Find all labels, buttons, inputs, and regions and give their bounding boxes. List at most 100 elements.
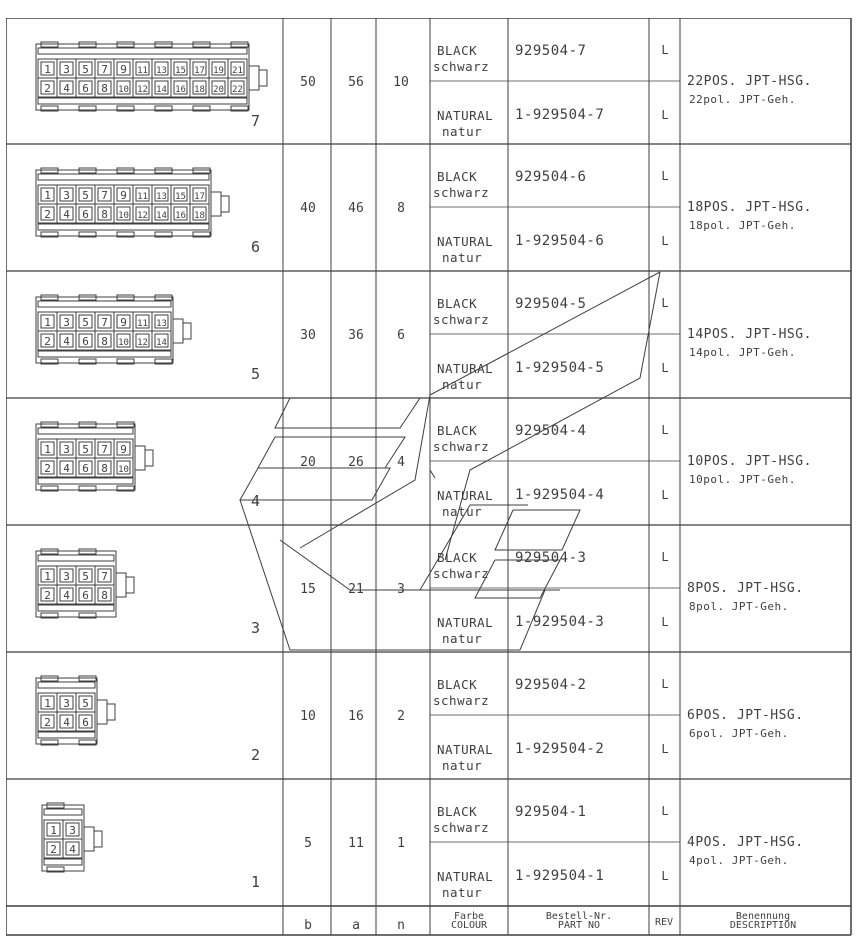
row-number: 3 [251,619,261,637]
part-no-black: 929504-1 [515,804,587,820]
pin-number: 16 [175,85,186,95]
rev-natural: L [661,234,669,248]
pin-number: 2 [44,462,51,475]
colour-natural-de: natur [442,250,483,265]
pin-number: 6 [82,462,89,475]
pin-number: 1 [44,570,51,583]
colour-natural-de: natur [442,885,483,900]
rev-natural: L [661,361,669,375]
part-no-natural: 1-929504-6 [515,233,605,249]
pin-number: 8 [101,589,108,602]
pin-number: 8 [101,208,108,221]
pin-number: 12 [137,211,148,221]
footer-rev: REV [654,917,674,928]
pin-number: 2 [44,82,51,95]
pin-number: 9 [120,316,127,329]
description-en: 10POS. JPT-HSG. [687,454,812,469]
pin-number: 10 [118,85,129,95]
cell-n: 6 [397,328,405,343]
pin-number: 4 [63,208,70,221]
pin-number: 6 [82,335,89,348]
pin-number: 4 [63,716,70,729]
pin-number: 4 [63,462,70,475]
pin-number: 1 [44,63,51,76]
cell-n: 4 [397,455,405,470]
description-en: 14POS. JPT-HSG. [687,327,812,342]
pin-number: 9 [120,443,127,456]
pin-number: 22 [232,85,243,95]
cell-b: 30 [300,328,316,343]
description-de: 6pol. JPT-Geh. [689,727,789,740]
colour-natural-de: natur [442,758,483,773]
pin-number: 1 [44,316,51,329]
footer-colour-de: Farbe [453,911,485,922]
colour-black-en: BLACK [437,296,478,311]
cell-a: 16 [348,709,364,724]
cell-b: 15 [300,582,316,597]
pin-number: 2 [44,589,51,602]
part-no-natural: 1-929504-1 [515,868,605,884]
cell-b: 20 [300,455,316,470]
pin-number: 3 [63,63,70,76]
part-no-natural: 1-929504-7 [515,107,605,123]
part-no-black: 929504-7 [515,43,587,59]
colour-black-de: schwarz [433,185,490,200]
rev-black: L [661,804,669,818]
pin-number: 5 [82,443,89,456]
pin-number: 3 [63,570,70,583]
part-no-natural: 1-929504-4 [515,487,605,503]
rev-natural: L [661,488,669,502]
pin-number: 7 [101,63,108,76]
cell-n: 2 [397,709,405,724]
cell-b: 40 [300,201,316,216]
colour-natural-en: NATURAL [437,361,494,376]
colour-black-en: BLACK [437,169,478,184]
pin-number: 18 [194,211,205,221]
pin-number: 6 [82,82,89,95]
pin-number: 10 [118,211,129,221]
colour-black-de: schwarz [433,566,490,581]
cell-a: 11 [348,836,364,851]
footer-colour-en: COLOUR [450,920,488,931]
pin-number: 2 [44,716,51,729]
pin-number: 6 [82,589,89,602]
part-no-black: 929504-2 [515,677,587,693]
pin-number: 16 [175,211,186,221]
pin-number: 4 [63,335,70,348]
pin-number: 8 [101,462,108,475]
row-number: 2 [251,746,261,764]
part-no-black: 929504-3 [515,550,587,566]
pin-number: 7 [101,443,108,456]
pin-number: 5 [82,189,89,202]
colour-black-en: BLACK [437,677,478,692]
pin-number: 21 [232,66,243,76]
description-de: 22pol. JPT-Geh. [689,93,796,106]
footer-part-no: Bestell-Nr. PART NO [510,912,648,931]
pin-number: 5 [82,316,89,329]
description-de: 8pol. JPT-Geh. [689,600,789,613]
footer-description-en: DESCRIPTION [729,920,797,931]
description-en: 22POS. JPT-HSG. [687,74,812,89]
colour-black-en: BLACK [437,550,478,565]
row-number: 1 [251,873,261,891]
description-en: 4POS. JPT-HSG. [687,835,804,850]
pin-number: 17 [194,66,205,76]
pin-number: 3 [63,316,70,329]
description-de: 18pol. JPT-Geh. [689,219,796,232]
colour-natural-de: natur [442,504,483,519]
pin-number: 19 [213,66,224,76]
rev-black: L [661,43,669,57]
rev-natural: L [661,615,669,629]
row-number: 7 [251,112,261,130]
part-no-black: 929504-6 [515,169,587,185]
pin-number: 15 [175,66,186,76]
cell-a: 36 [348,328,364,343]
pin-number: 1 [44,189,51,202]
cell-n: 3 [397,582,405,597]
rev-natural: L [661,742,669,756]
